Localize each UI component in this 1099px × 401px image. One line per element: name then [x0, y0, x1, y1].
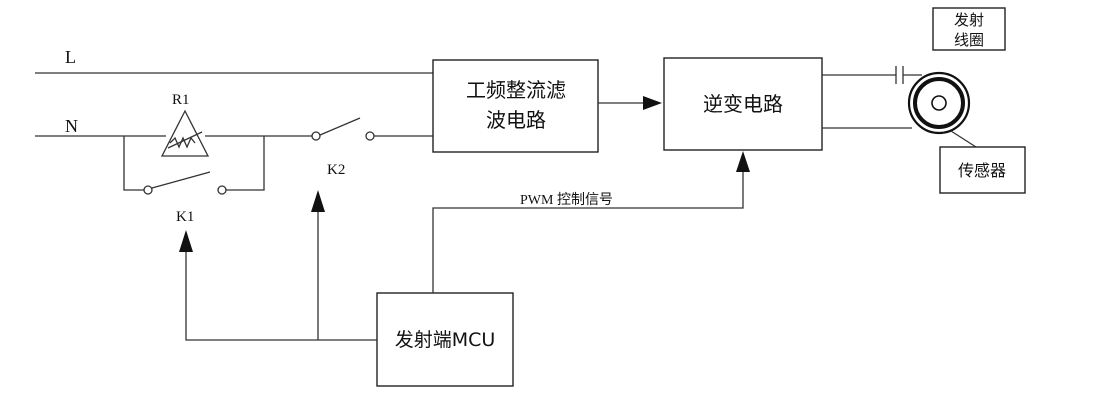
neutral-label: N	[65, 116, 78, 136]
pwm-signal-line	[432, 170, 744, 293]
bypass-loop-right	[226, 136, 265, 191]
coil-label-line2: 线圈	[954, 31, 984, 49]
bypass-loop	[123, 136, 144, 191]
k2-control-arrow	[311, 190, 325, 212]
inverter-label: 逆变电路	[703, 92, 783, 116]
thermistor-r1	[160, 109, 210, 157]
coil-label-box	[932, 7, 1006, 51]
thermistor-r1-label: R1	[172, 92, 190, 108]
rectifier-label-line2: 波电路	[486, 108, 546, 132]
mcu-block	[376, 292, 514, 387]
rectifier-block	[432, 59, 599, 153]
rectifier-label-line1: 工频整流滤	[466, 78, 566, 102]
inverter-block	[663, 57, 823, 151]
coil-label-line1: 发射	[954, 11, 984, 29]
rectifier-to-inverter-arrow	[643, 96, 662, 110]
sensor-label: 传感器	[958, 161, 1006, 180]
switch-k2-label: K2	[327, 162, 345, 178]
pwm-signal-arrow	[736, 151, 750, 172]
live-label: L	[65, 47, 76, 67]
transmit-coil	[907, 71, 971, 135]
mcu-to-switches-line	[185, 250, 377, 341]
switch-k1	[143, 171, 227, 195]
k1-control-arrow	[179, 230, 193, 252]
sensor-lead	[950, 130, 977, 148]
switch-k2	[311, 117, 375, 141]
pwm-signal-label: PWM 控制信号	[520, 192, 613, 208]
switch-k1-label: K1	[176, 209, 194, 225]
sensor-box	[939, 146, 1026, 194]
mcu-label: 发射端MCU	[395, 329, 496, 351]
